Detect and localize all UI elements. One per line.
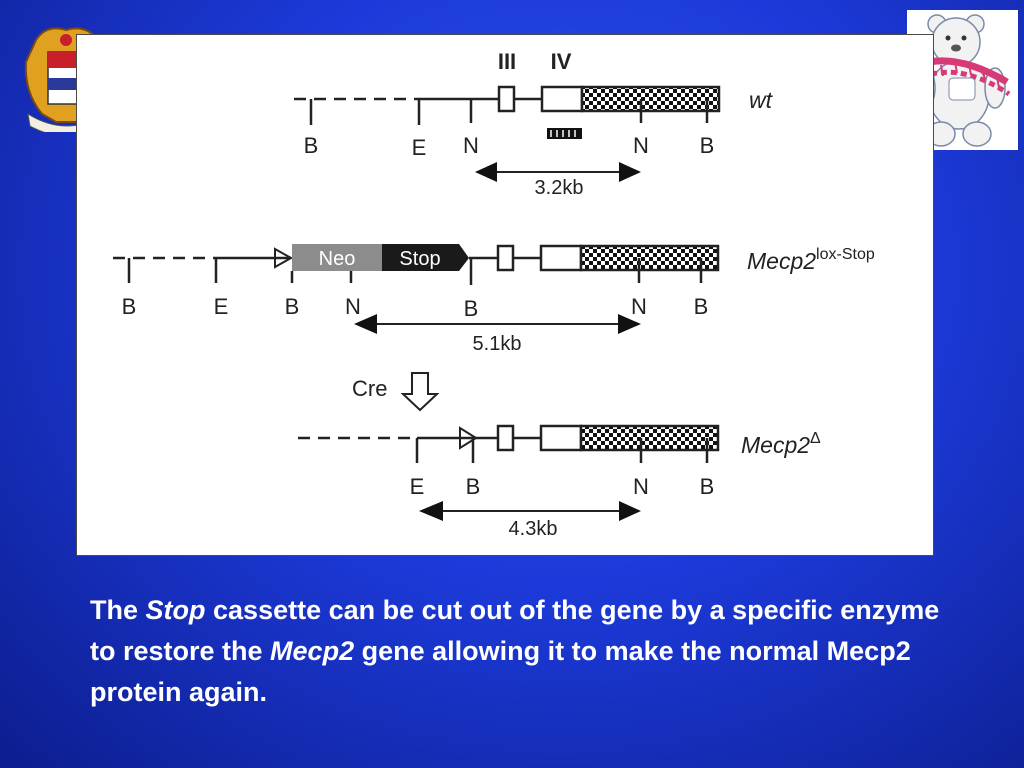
lox-site-b2: B xyxy=(285,294,300,319)
exon-iv-coding-box xyxy=(540,85,584,113)
lox-site-b4: B xyxy=(694,294,709,319)
delta-site-n: N xyxy=(633,474,649,499)
wt-site-n2: N xyxy=(633,133,649,158)
delta-site-b2: B xyxy=(700,474,715,499)
wt-site-b1: B xyxy=(304,133,319,158)
wt-site-e: E xyxy=(412,135,427,160)
probe-marker xyxy=(547,128,582,139)
neo-cassette-box xyxy=(292,244,382,271)
delta-site-e: E xyxy=(410,474,425,499)
delta-allele: E B N B 4.3kb Mecp2Δ xyxy=(298,424,821,540)
gene-diagram: III IV B E N N B xyxy=(113,49,875,540)
delta-site-b1: B xyxy=(466,474,481,499)
wt-site-b2: B xyxy=(700,133,715,158)
lox-site-b3: B xyxy=(464,296,479,321)
cre-label: Cre xyxy=(352,376,387,401)
neo-label: Neo xyxy=(319,248,356,270)
lox-site-n1: N xyxy=(345,294,361,319)
lox-allele-name: Mecp2lox-Stop xyxy=(747,246,875,274)
lox-site-b1: B xyxy=(122,294,137,319)
wt-allele: B E N N B 3.2kb wt xyxy=(294,85,774,199)
lox-fragment-size: 5.1kb xyxy=(473,333,522,355)
stop-cassette-box xyxy=(382,244,459,271)
exon-iv-label: IV xyxy=(551,49,572,74)
delta-allele-name: Mecp2Δ xyxy=(741,430,821,458)
gene-diagram-panel: III IV B E N N B xyxy=(76,34,934,556)
lox-stop-allele: Neo Stop B E B N B N B 5.1kb Mecp2l xyxy=(113,244,875,355)
caption-text: The Stop cassette can be cut out of the … xyxy=(90,595,940,707)
delta-fragment-size: 4.3kb xyxy=(509,518,558,540)
caption-stop-word: Stop xyxy=(145,595,206,625)
lox-site-n2: N xyxy=(631,294,647,319)
down-arrow-icon xyxy=(400,372,440,412)
exon-iii-box xyxy=(497,85,516,113)
stop-label: Stop xyxy=(399,248,440,270)
caption-mecp2-word: Mecp2 xyxy=(270,636,355,666)
wt-site-n1: N xyxy=(463,133,479,158)
wt-fragment-size: 3.2kb xyxy=(535,177,584,199)
wt-allele-name: wt xyxy=(749,87,774,113)
exon-iv-utr-box xyxy=(580,85,721,113)
cre-step: Cre xyxy=(352,372,440,412)
lox-site-e: E xyxy=(214,294,229,319)
exon-iii-label: III xyxy=(498,49,516,74)
